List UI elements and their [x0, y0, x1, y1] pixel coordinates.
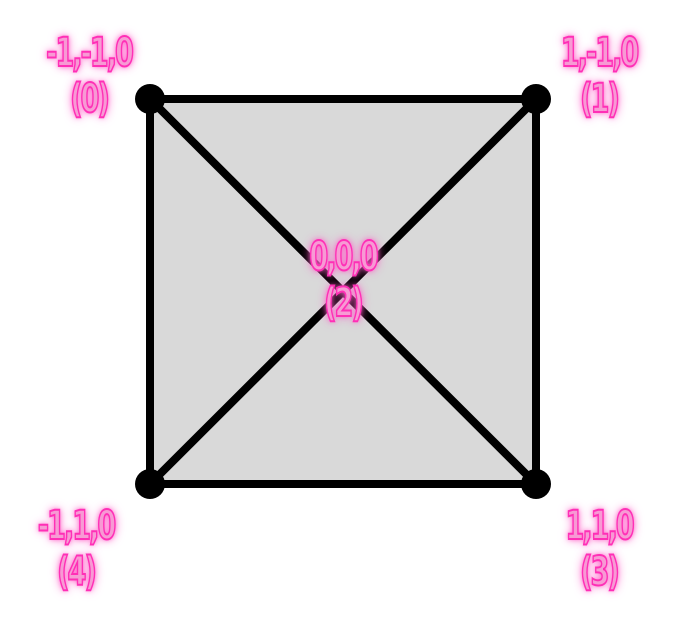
vertex-label-2: 0,0,0 (2)	[309, 233, 380, 327]
vertex-label-0: -1,-1,0 (0)	[45, 29, 134, 123]
vertex-label-2-coords: 0,0,0	[309, 233, 380, 281]
vertex-dot-4	[135, 469, 165, 499]
vertex-label-0-index: (0)	[69, 75, 110, 123]
vertex-dot-0	[135, 84, 165, 114]
vertex-label-4: -1,1,0 (4)	[37, 502, 117, 596]
vertex-dot-3	[521, 469, 551, 499]
vertex-label-3-coords: 1,1,0	[565, 502, 636, 550]
diagonal-1-4	[147, 96, 539, 487]
vertex-label-1: 1,-1,0 (1)	[560, 29, 640, 123]
vertex-label-2-index: (2)	[323, 279, 364, 327]
vertex-label-1-coords: 1,-1,0	[560, 29, 640, 77]
vertex-label-0-coords: -1,-1,0	[45, 29, 134, 77]
vertex-label-3-index: (3)	[579, 548, 620, 596]
vertex-dot-1	[521, 84, 551, 114]
vertex-label-3: 1,1,0 (3)	[565, 502, 636, 596]
vertex-label-1-index: (1)	[579, 75, 620, 123]
vertex-label-4-coords: -1,1,0	[37, 502, 117, 550]
vertex-label-4-index: (4)	[56, 548, 97, 596]
